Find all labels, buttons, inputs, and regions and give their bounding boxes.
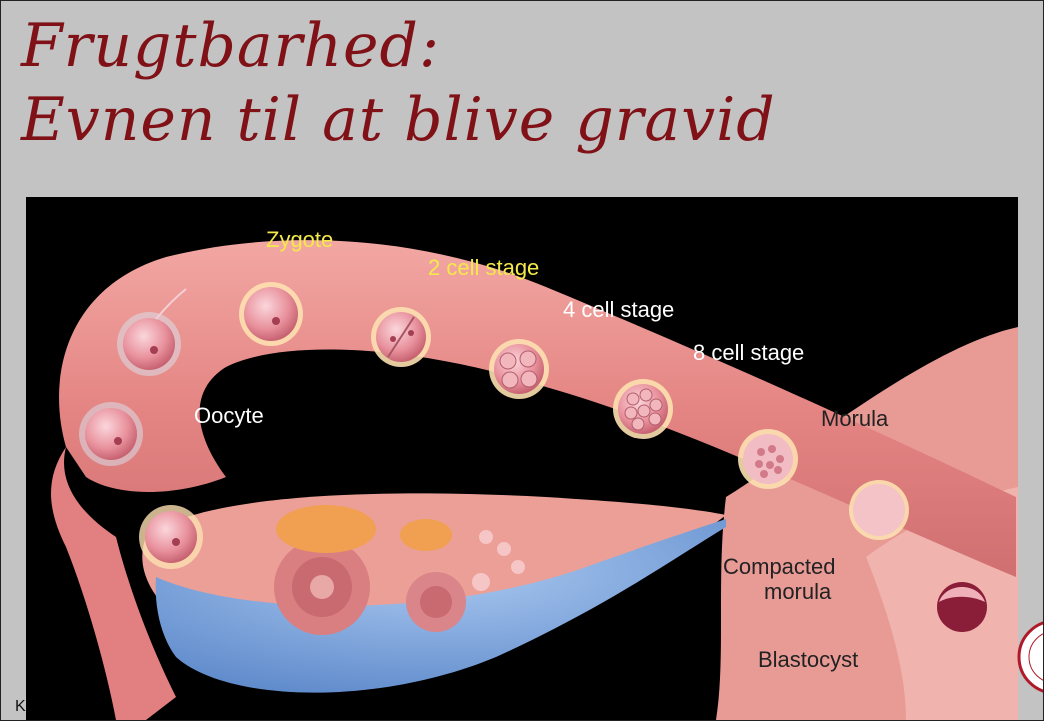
title-line-1: Frugtbarhed: <box>21 9 776 83</box>
zygote-cell <box>239 282 303 346</box>
label-oocyte: Oocyte <box>194 403 264 428</box>
eight-cell-stage-cell <box>613 379 673 439</box>
label-eight-cell-stage: 8 cell stage <box>693 340 804 365</box>
footer-fragment: K <box>15 698 26 716</box>
two-cell-stage-cell <box>371 307 431 367</box>
slide-title: Frugtbarhed: Evnen til at blive gravid <box>21 9 776 157</box>
oocyte-cell-ovulating <box>139 505 203 569</box>
label-four-cell-stage: 4 cell stage <box>563 297 674 322</box>
morula-cell <box>738 429 798 489</box>
label-blastocyst: Blastocyst <box>758 647 858 672</box>
oocyte-cell-tube <box>79 402 143 466</box>
label-compacted-line1: Compacted <box>723 554 836 579</box>
label-two-cell-stage: 2 cell stage <box>428 255 539 280</box>
label-morula: Morula <box>821 406 889 431</box>
corpus-luteum <box>276 505 376 553</box>
title-line-2: Evnen til at blive gravid <box>21 83 776 157</box>
diagram-svg: Zygote 2 cell stage 4 cell stage 8 cell … <box>26 197 1018 720</box>
label-compacted-line2: morula <box>764 579 832 604</box>
institution-logo <box>1015 597 1044 707</box>
fertilization-diagram: Zygote 2 cell stage 4 cell stage 8 cell … <box>26 197 1018 720</box>
label-zygote: Zygote <box>266 227 333 252</box>
compacted-morula-cell <box>849 480 909 540</box>
blastocyst-cell <box>937 582 987 632</box>
four-cell-stage-cell <box>489 339 549 399</box>
